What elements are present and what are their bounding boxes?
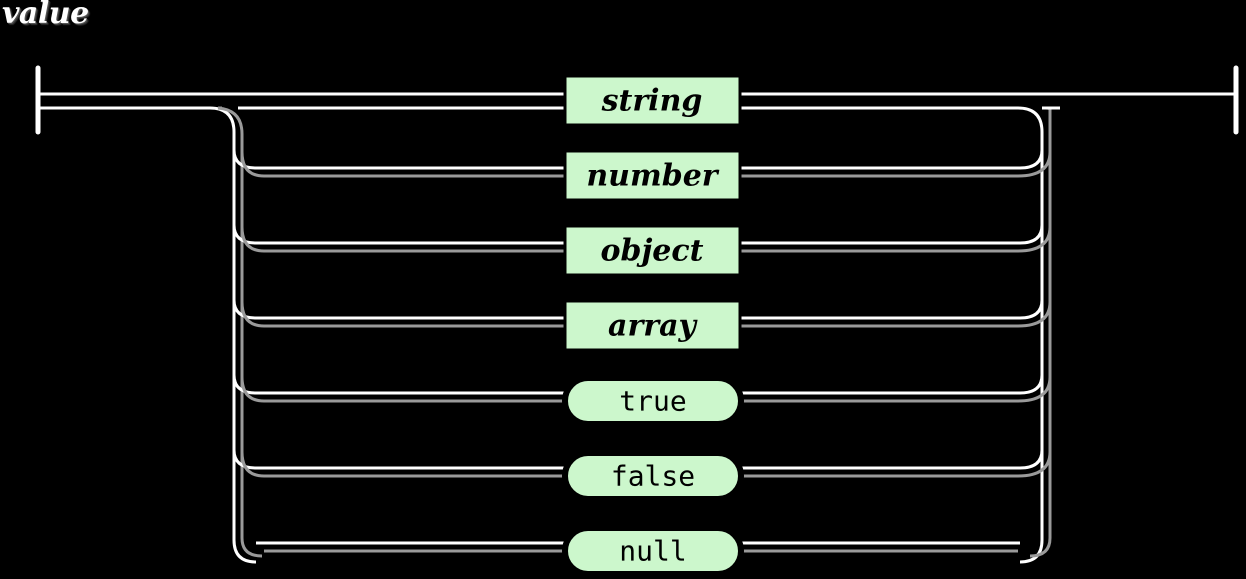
- entry-rail: [38, 92, 565, 564]
- node-number-label: number: [586, 159, 719, 194]
- node-false-label: false: [611, 460, 695, 493]
- branch-null: [256, 541, 1020, 553]
- exit-rail: [740, 92, 1236, 564]
- page-title: value: [2, 0, 89, 31]
- branch-number: [232, 149, 1052, 178]
- branch-array: [232, 299, 1052, 328]
- branch-false: [232, 449, 1052, 478]
- node-object[interactable]: object: [563, 224, 742, 277]
- node-object-label: object: [600, 234, 703, 269]
- node-string[interactable]: string: [563, 74, 742, 127]
- node-array-label: array: [608, 309, 698, 344]
- node-null-label: null: [619, 535, 686, 568]
- node-false[interactable]: false: [562, 450, 744, 502]
- branch-object: [232, 224, 1052, 253]
- node-null[interactable]: null: [562, 525, 744, 577]
- node-true-label: true: [619, 385, 686, 418]
- node-string-label: string: [601, 84, 703, 119]
- node-array[interactable]: array: [563, 299, 742, 352]
- branch-true: [232, 374, 1052, 403]
- node-true[interactable]: true: [562, 375, 744, 427]
- node-number[interactable]: number: [563, 149, 742, 202]
